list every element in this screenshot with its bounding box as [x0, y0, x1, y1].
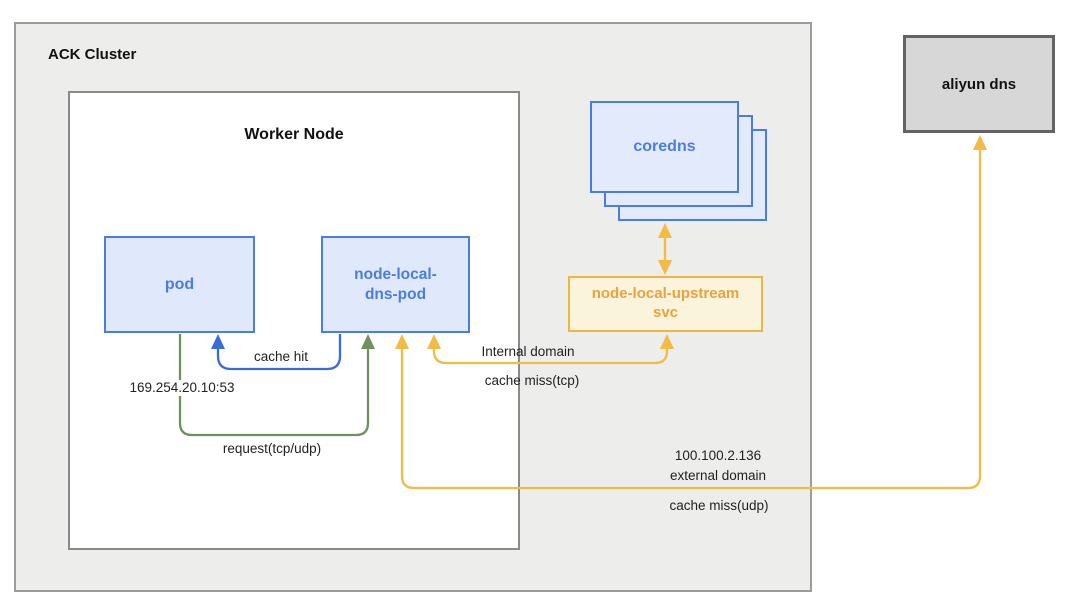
- worker-node-label: Worker Node: [244, 126, 344, 143]
- external-cache-miss-arrowhead-top: [973, 135, 987, 150]
- node-local-dns-pod-node: node-local- dns-pod: [321, 236, 470, 333]
- coredns-label: coredns: [633, 138, 696, 155]
- node-local-dns-pod-label-line2: dns-pod: [364, 285, 427, 303]
- cache-miss-udp-label: cache miss(udp): [669, 498, 769, 513]
- upstream-svc-label-line1: node-local-upstream: [591, 285, 740, 303]
- upstream-svc-label-line2: svc: [652, 304, 679, 321]
- external-dns-ip-label: 100.100.2.136: [674, 448, 762, 463]
- aliyun-dns-label: aliyun dns: [941, 75, 1017, 93]
- node-local-upstream-svc-node: node-local-upstream svc: [568, 276, 763, 332]
- pod-node: pod: [104, 236, 255, 333]
- external-domain-label: external domain: [669, 468, 767, 483]
- pod-dns-ip-label: 169.254.20.10:53: [126, 380, 238, 396]
- aliyun-dns-node: aliyun dns: [903, 35, 1055, 133]
- ack-cluster-label: ACK Cluster: [48, 46, 137, 63]
- coredns-node: coredns: [590, 101, 739, 193]
- pod-label: pod: [164, 275, 195, 293]
- cache-miss-tcp-label: cache miss(tcp): [484, 373, 580, 388]
- cache-hit-label: cache hit: [253, 349, 309, 364]
- node-local-dns-pod-label-line1: node-local-: [354, 266, 437, 284]
- request-tcp-udp-label: request(tcp/udp): [222, 441, 322, 456]
- internal-domain-label: Internal domain: [481, 344, 575, 359]
